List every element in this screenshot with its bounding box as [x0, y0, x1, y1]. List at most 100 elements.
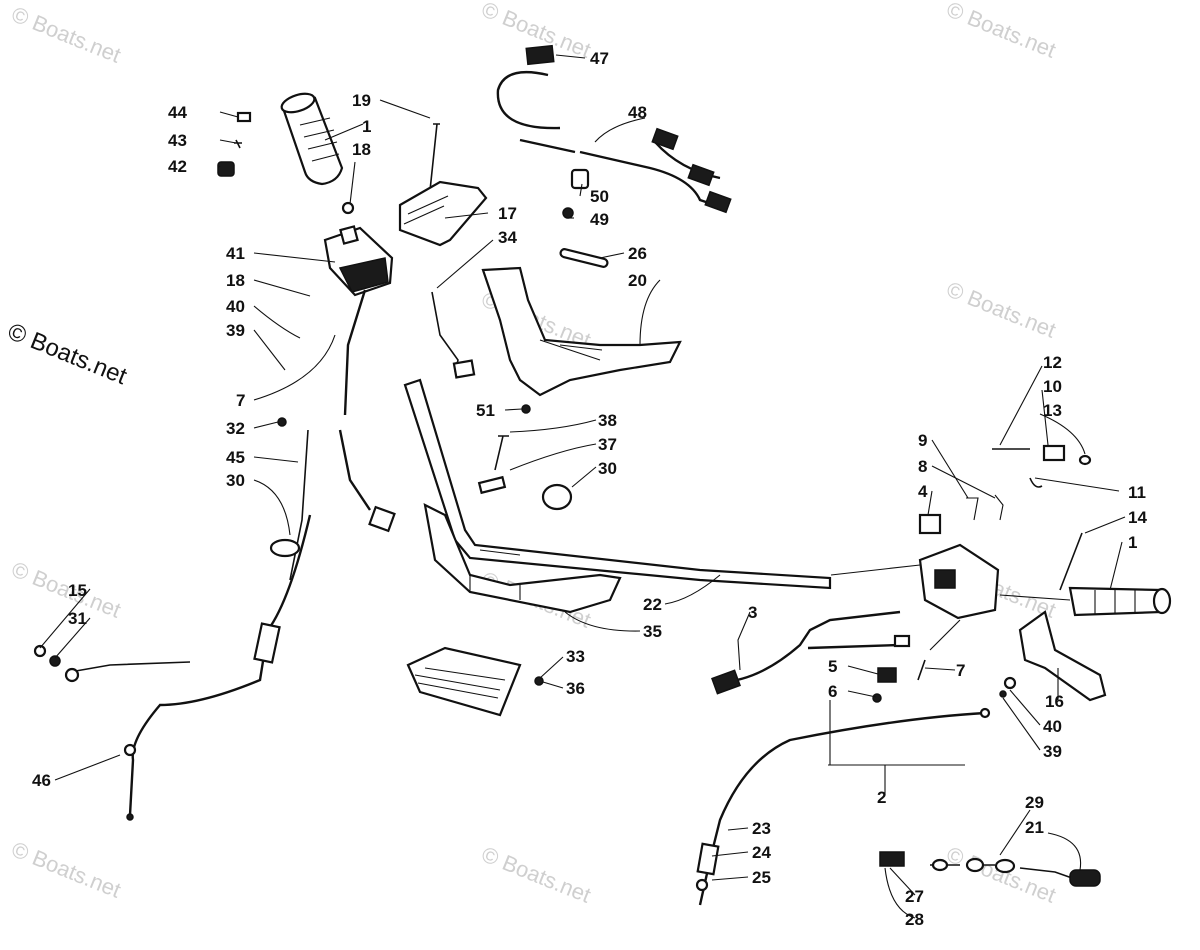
part-48-harness [496, 71, 721, 207]
callout-11: 11 [1128, 483, 1146, 502]
callout-5: 5 [828, 657, 837, 676]
callout-40-right: 40 [1043, 717, 1062, 736]
callout-29: 29 [1025, 793, 1044, 812]
watermark: © Boats.net [8, 1, 124, 67]
part-17-bracket [398, 180, 488, 247]
callout-1-right: 1 [1128, 533, 1137, 552]
watermark: © Boats.net [478, 841, 594, 907]
part-26-rod [559, 248, 609, 268]
callout-1-left: 1 [362, 117, 371, 136]
part-29-sleeve [1069, 869, 1101, 887]
callout-30-mid: 30 [598, 459, 617, 478]
callout-2: 2 [877, 788, 886, 807]
part-47-connector [525, 44, 555, 66]
callout-20: 20 [628, 271, 647, 290]
callout-26: 26 [628, 244, 647, 263]
callout-45: 45 [226, 448, 245, 467]
part-45-cable [289, 429, 309, 581]
part-20-pad [481, 266, 682, 397]
callout-39-left: 39 [226, 321, 245, 340]
part-30-clamp [541, 483, 573, 511]
part-21-wire [1019, 867, 1073, 879]
callout-41: 41 [226, 244, 245, 263]
callout-9: 9 [918, 431, 927, 450]
part-42-block [217, 161, 235, 177]
part-39-nut [999, 690, 1007, 698]
part-44-plate [236, 111, 252, 123]
callout-47: 47 [590, 49, 609, 68]
part-3-wire [721, 610, 901, 684]
callout-33: 33 [566, 647, 585, 666]
callout-18-mid: 18 [226, 271, 245, 290]
watermark: © Boats.net [8, 836, 124, 902]
callout-37: 37 [598, 435, 617, 454]
part-9-8-strips [966, 494, 1004, 521]
callout-6: 6 [828, 682, 837, 701]
part-38-bolt [494, 435, 509, 471]
part-13-clip [1078, 454, 1092, 466]
part-50-clip [570, 168, 590, 190]
callout-38: 38 [598, 411, 617, 430]
watermark: © Boats.net [943, 0, 1059, 63]
callout-51: 51 [476, 401, 495, 420]
callout-30-left: 30 [226, 471, 245, 490]
callout-46: 46 [32, 771, 51, 790]
callout-28: 28 [905, 910, 924, 929]
part-49-screw [562, 207, 574, 219]
part-2-lineframe [828, 700, 965, 766]
part-43-screw [234, 139, 242, 149]
part-36-block [406, 646, 522, 717]
callout-50: 50 [590, 187, 609, 206]
callout-21: 21 [1025, 818, 1044, 837]
right-switch-housing [918, 513, 1000, 620]
watermark: © Boats.net [8, 556, 124, 622]
callout-14: 14 [1128, 508, 1147, 527]
callout-27: 27 [905, 887, 924, 906]
callout-23: 23 [752, 819, 771, 838]
callout-34: 34 [498, 228, 517, 247]
callout-22: 22 [643, 595, 662, 614]
callout-32: 32 [226, 419, 245, 438]
callout-16: 16 [1045, 692, 1064, 711]
part-10-block [1042, 444, 1066, 462]
callout-7-left: 7 [236, 391, 245, 410]
part-5-block [877, 667, 897, 683]
callout-44: 44 [168, 103, 187, 122]
callout-49: 49 [590, 210, 609, 229]
watermark-layer: © Boats.net © Boats.net © Boats.net © Bo… [8, 0, 1059, 908]
callout-39-right: 39 [1043, 742, 1062, 761]
part-30-clamp-left [269, 538, 301, 558]
watermark: © Boats.net [943, 276, 1059, 342]
callout-24: 24 [752, 843, 771, 862]
part-6-nut [872, 693, 882, 703]
part-15-ring [33, 644, 47, 658]
callout-12: 12 [1043, 353, 1062, 372]
leader-lines [39, 54, 1126, 919]
part-51-nut [521, 404, 531, 414]
part-34-switch [431, 291, 459, 373]
part-33-bolt [534, 676, 544, 686]
left-cable [338, 289, 371, 511]
callout-15: 15 [68, 581, 87, 600]
callout-43: 43 [168, 131, 187, 150]
callout-35: 35 [643, 622, 662, 641]
callout-31: 31 [68, 609, 87, 628]
part-16-lever [1018, 610, 1107, 702]
callout-13: 13 [1043, 401, 1062, 420]
callout-40-left: 40 [226, 297, 245, 316]
part-27-connector [879, 851, 905, 867]
part-22-handlebar [403, 378, 832, 590]
parts-layer [33, 44, 1172, 906]
part-32-nut [277, 417, 287, 427]
callout-3: 3 [748, 603, 757, 622]
callout-labels: 44 43 42 1 19 18 47 48 50 49 17 34 26 20… [32, 49, 1147, 929]
part-46-cable [128, 514, 312, 816]
left-grip-part [280, 92, 344, 186]
callout-7-right: 7 [956, 661, 965, 680]
part-37-plate [477, 475, 507, 495]
callout-42: 42 [168, 157, 187, 176]
part-31-nut [49, 655, 61, 667]
part-40-washer [1003, 676, 1017, 690]
